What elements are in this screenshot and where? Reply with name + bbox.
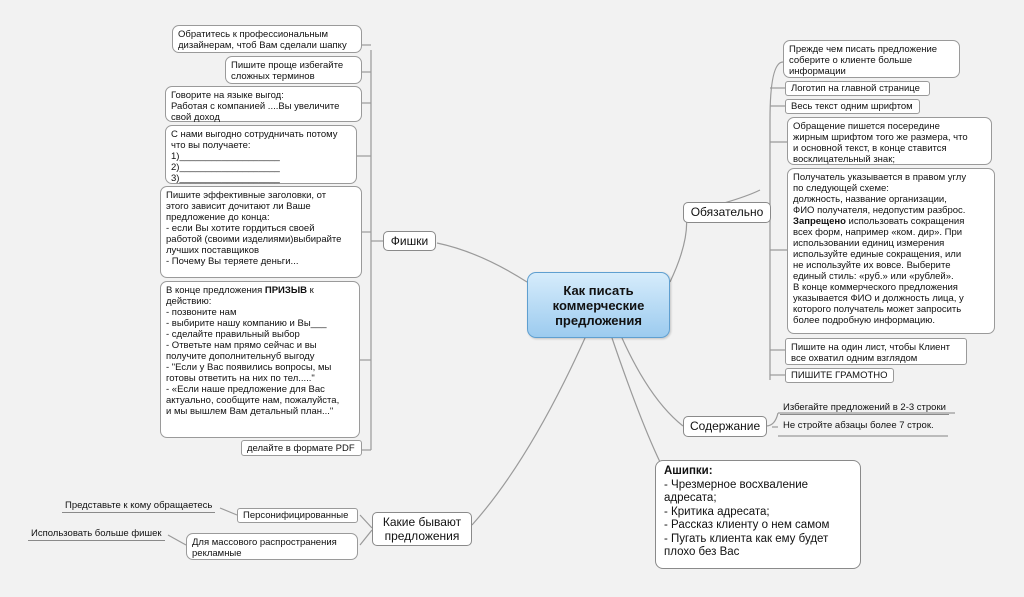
fishki-item-benefits[interactable]: Говорите на языке выгод: Работая с компа…: [165, 86, 362, 123]
obyaz-item-greeting[interactable]: Обращение пишется посередине жирным шриф…: [787, 117, 992, 165]
branch-soderzhanie[interactable]: Содержание: [683, 416, 767, 437]
obyaz-item-literate[interactable]: ПИШИТЕ ГРАМОТНО: [785, 368, 894, 383]
call-body: действию: - позвоните нам - выбирите наш…: [166, 296, 340, 417]
fishki-item-headlines[interactable]: Пишите эффективные заголовки, от этого з…: [160, 186, 362, 278]
obyaz-item-recipient[interactable]: Получатель указывается в правом углу по …: [787, 168, 995, 334]
central-topic[interactable]: Как писать коммерческие предложения: [527, 272, 670, 338]
obyaz-item-collect-info[interactable]: Прежде чем писать предложение соберите о…: [783, 40, 960, 78]
fishki-item-simple[interactable]: Пишите проще избегайте сложных терминов: [225, 56, 362, 84]
fishki-item-call-to-action[interactable]: В конце предложения ПРИЗЫВ к действию: -…: [160, 281, 360, 438]
obyaz-item-logo[interactable]: Логотип на главной странице: [785, 81, 930, 96]
fishki-item-pdf[interactable]: делайте в формате PDF: [241, 440, 362, 456]
branch-obyazatelno[interactable]: Обязательно: [683, 202, 771, 223]
errors-title: Ашипки:: [664, 465, 713, 477]
kakie-note-personal[interactable]: Представьте к кому обращаетесь: [62, 500, 216, 513]
errors-line: - Чрезмерное восхваление: [664, 478, 809, 491]
branch-kakie[interactable]: Какие бывают предложения: [372, 512, 472, 546]
call-prefix: В конце предложения: [166, 285, 265, 296]
errors-line: - Рассказ клиенту о нем самом: [664, 519, 830, 531]
obyaz-item-font[interactable]: Весь текст одним шрифтом: [785, 99, 920, 114]
fishki-item-design[interactable]: Обратитесь к профессиональным дизайнерам…: [172, 25, 362, 53]
call-bold: ПРИЗЫВ: [264, 285, 307, 296]
errors-box[interactable]: Ашипки: - Чрезмерное восхваление адресат…: [655, 460, 861, 569]
branch-fishki[interactable]: Фишки: [383, 231, 436, 251]
kakie-item-mass[interactable]: Для массового распространения рекламные: [186, 533, 358, 560]
recipient-text-1: Получатель указывается в правом углу по …: [793, 172, 967, 216]
soderzhanie-item-paragraphs[interactable]: Не стройте абзацы более 7 строк.: [783, 420, 934, 431]
fishki-item-profit-list[interactable]: С нами выгодно сотрудничать потому что в…: [165, 125, 357, 184]
errors-line: адресата;: [664, 492, 717, 504]
errors-line: - Критика адресата;: [664, 505, 770, 518]
obyaz-item-one-page[interactable]: Пишите на один лист, чтобы Клиент все ох…: [785, 338, 967, 365]
errors-line: плохо без Вас: [664, 546, 740, 558]
recipient-text-2: использовать сокращения всех форм, напри…: [793, 216, 965, 326]
errors-line: - Пугать клиента как ему будет: [664, 532, 829, 545]
call-suffix: к: [306, 285, 314, 296]
recipient-bold: Запрещено: [793, 216, 846, 227]
kakie-item-personal[interactable]: Персонифицированные: [237, 508, 358, 523]
soderzhanie-item-short[interactable]: Избегайте предложений в 2-3 строки: [780, 402, 949, 415]
kakie-note-mass[interactable]: Использовать больше фишек: [28, 528, 165, 541]
